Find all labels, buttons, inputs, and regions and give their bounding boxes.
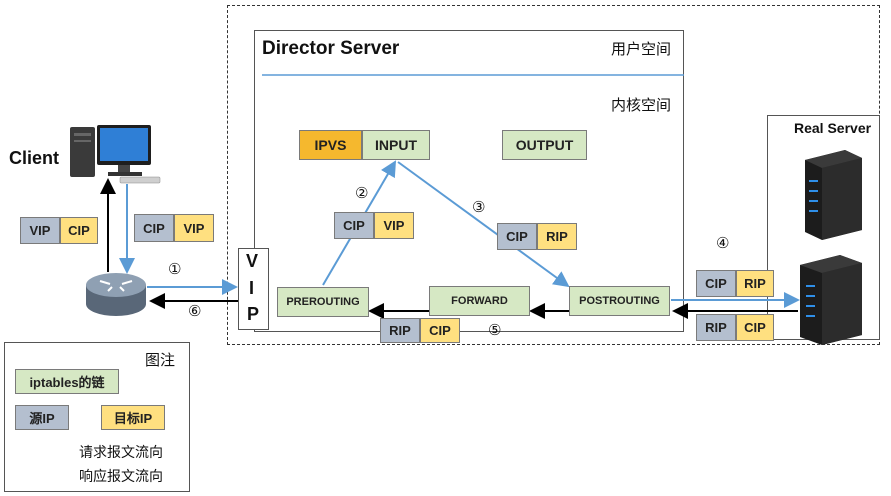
step-6-marker: ⑥ [188,303,202,320]
client-label: Client [9,148,60,168]
step3-src: CIP [497,223,537,250]
client-bottom-src: CIP [134,214,174,242]
kernel-space-label: 内核空间 [611,97,672,114]
step-5-marker: ⑤ [488,322,502,339]
server-icon-bottom [800,255,862,345]
rs-response-src: RIP [696,314,736,341]
vip-interface [238,248,269,330]
step-1-marker: ① [168,261,182,278]
step2-src: CIP [334,212,374,239]
client-top-dst: CIP [60,217,98,244]
prerouting-chain: PREROUTING [277,287,369,317]
legend-response-label: 响应报文流向 [79,468,163,484]
legend-target-swatch: 目标IP [101,405,165,430]
ipvs-box: IPVS [299,130,362,160]
vip-letter-p: P [247,304,260,324]
user-space-label: 用户空间 [611,41,672,58]
legend-chain-swatch: iptables的链 [15,369,119,394]
step3-dst: RIP [537,223,577,250]
director-title: Director Server [262,38,400,59]
postrouting-chain: POSTROUTING [569,286,670,316]
input-to-postrouting-line [397,161,570,288]
legend-title: 图注 [145,352,176,369]
step4-dst: RIP [736,270,774,297]
director-server-box [254,30,684,332]
step5-dst: CIP [420,318,460,343]
legend-source-swatch: 源IP [15,405,69,430]
input-chain: INPUT [362,130,430,160]
step-4-marker: ④ [716,235,730,252]
server-icon-top [805,150,862,240]
step-3-marker: ③ [472,199,486,216]
step-2-marker: ② [355,185,369,202]
vip-letter-v: V [246,251,259,271]
step4-src: CIP [696,270,736,297]
forward-chain: FORWARD [429,286,530,316]
step5-src: RIP [380,318,420,343]
computer-icon [70,125,161,184]
step2-dst: VIP [374,212,414,239]
vip-letter-i: I [249,278,255,298]
real-server-title: Real Server [794,120,872,136]
output-chain: OUTPUT [502,130,587,160]
client-bottom-dst: VIP [174,214,214,242]
router-icon [86,273,146,316]
rs-response-dst: CIP [736,314,774,341]
legend-request-label: 请求报文流向 [79,444,163,460]
client-top-src: VIP [20,217,60,244]
